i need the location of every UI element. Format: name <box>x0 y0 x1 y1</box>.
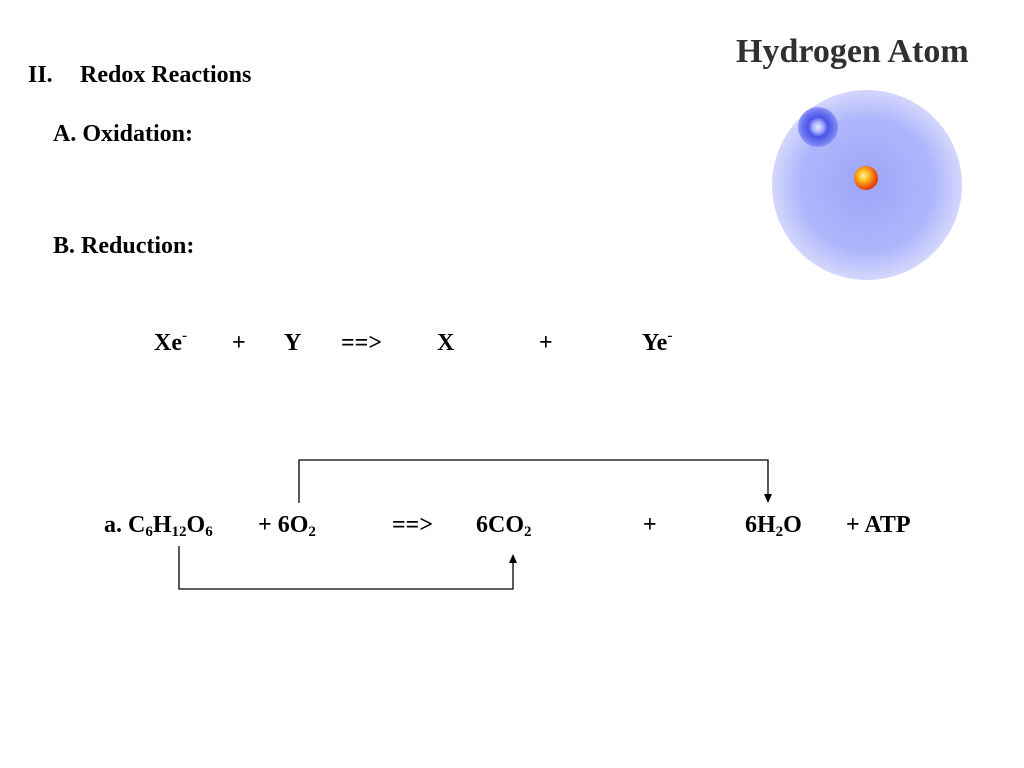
co2-symbol: 6CO <box>476 512 524 538</box>
eq1-plus: + <box>539 330 553 356</box>
water-subscript: 2 <box>775 524 784 540</box>
reduction-label: B. Reduction: <box>53 233 195 259</box>
eq1-xe-charge: - <box>181 328 187 344</box>
eq1-xe-symbol: Xe <box>154 330 182 356</box>
eq2-glucose: a. C6H12O6 <box>104 511 213 540</box>
glucose-c-subscript: 6 <box>145 524 153 540</box>
co2-subscript: 2 <box>524 524 532 540</box>
eq1-reactant-xe: Xe- <box>154 329 187 357</box>
heading-number: II. <box>28 62 53 88</box>
eq2-arrow: ==> <box>392 512 434 538</box>
section-heading: II. Redox Reactions <box>28 61 251 89</box>
eq1-reactant-y: Y <box>284 330 302 356</box>
eq2-plus: + <box>643 512 657 538</box>
eq2-plus: + <box>258 512 272 538</box>
eq2-water: 6H2O <box>745 511 802 540</box>
hydrogen-atom-figure: Hydrogen Atom <box>730 28 1020 288</box>
eq2-oxygen: + 6O2 <box>258 511 316 540</box>
figure-title: Hydrogen Atom <box>736 33 969 70</box>
oxygen-to-water-arrowhead <box>764 494 772 503</box>
eq1-ye-charge: - <box>667 328 673 344</box>
eq2-atp: + ATP <box>846 511 911 539</box>
water-h: 6H <box>745 512 776 538</box>
eq1-plus: + <box>232 330 246 356</box>
eq1-arrow: ==> <box>341 330 383 356</box>
oxidation-label: A. Oxidation: <box>53 121 194 147</box>
nucleus-icon <box>854 166 878 190</box>
glucose-o-subscript: 6 <box>205 524 213 540</box>
atp-label: ATP <box>864 512 911 538</box>
glucose-to-co2-arrow <box>178 546 514 590</box>
oxygen-subscript: 2 <box>308 524 316 540</box>
glucose-h-subscript: 12 <box>171 524 187 540</box>
water-o: O <box>783 512 802 538</box>
eq2-label: a. <box>104 512 122 538</box>
eq1-ye-symbol: Ye <box>642 330 668 356</box>
oxygen-symbol: 6O <box>277 512 309 538</box>
eq1-product-ye: Ye- <box>642 329 672 357</box>
glucose-to-co2-arrowhead <box>509 554 517 563</box>
electron-icon <box>798 107 838 147</box>
glucose-c: C <box>128 512 146 538</box>
oxygen-to-water-arrow <box>298 459 769 503</box>
heading-title: Redox Reactions <box>80 62 252 88</box>
glucose-o: O <box>186 512 206 538</box>
glucose-h: H <box>152 512 172 538</box>
eq1-product-x: X <box>437 330 455 356</box>
eq2-plus: + <box>846 512 860 538</box>
eq2-co2: 6CO2 <box>476 511 532 540</box>
